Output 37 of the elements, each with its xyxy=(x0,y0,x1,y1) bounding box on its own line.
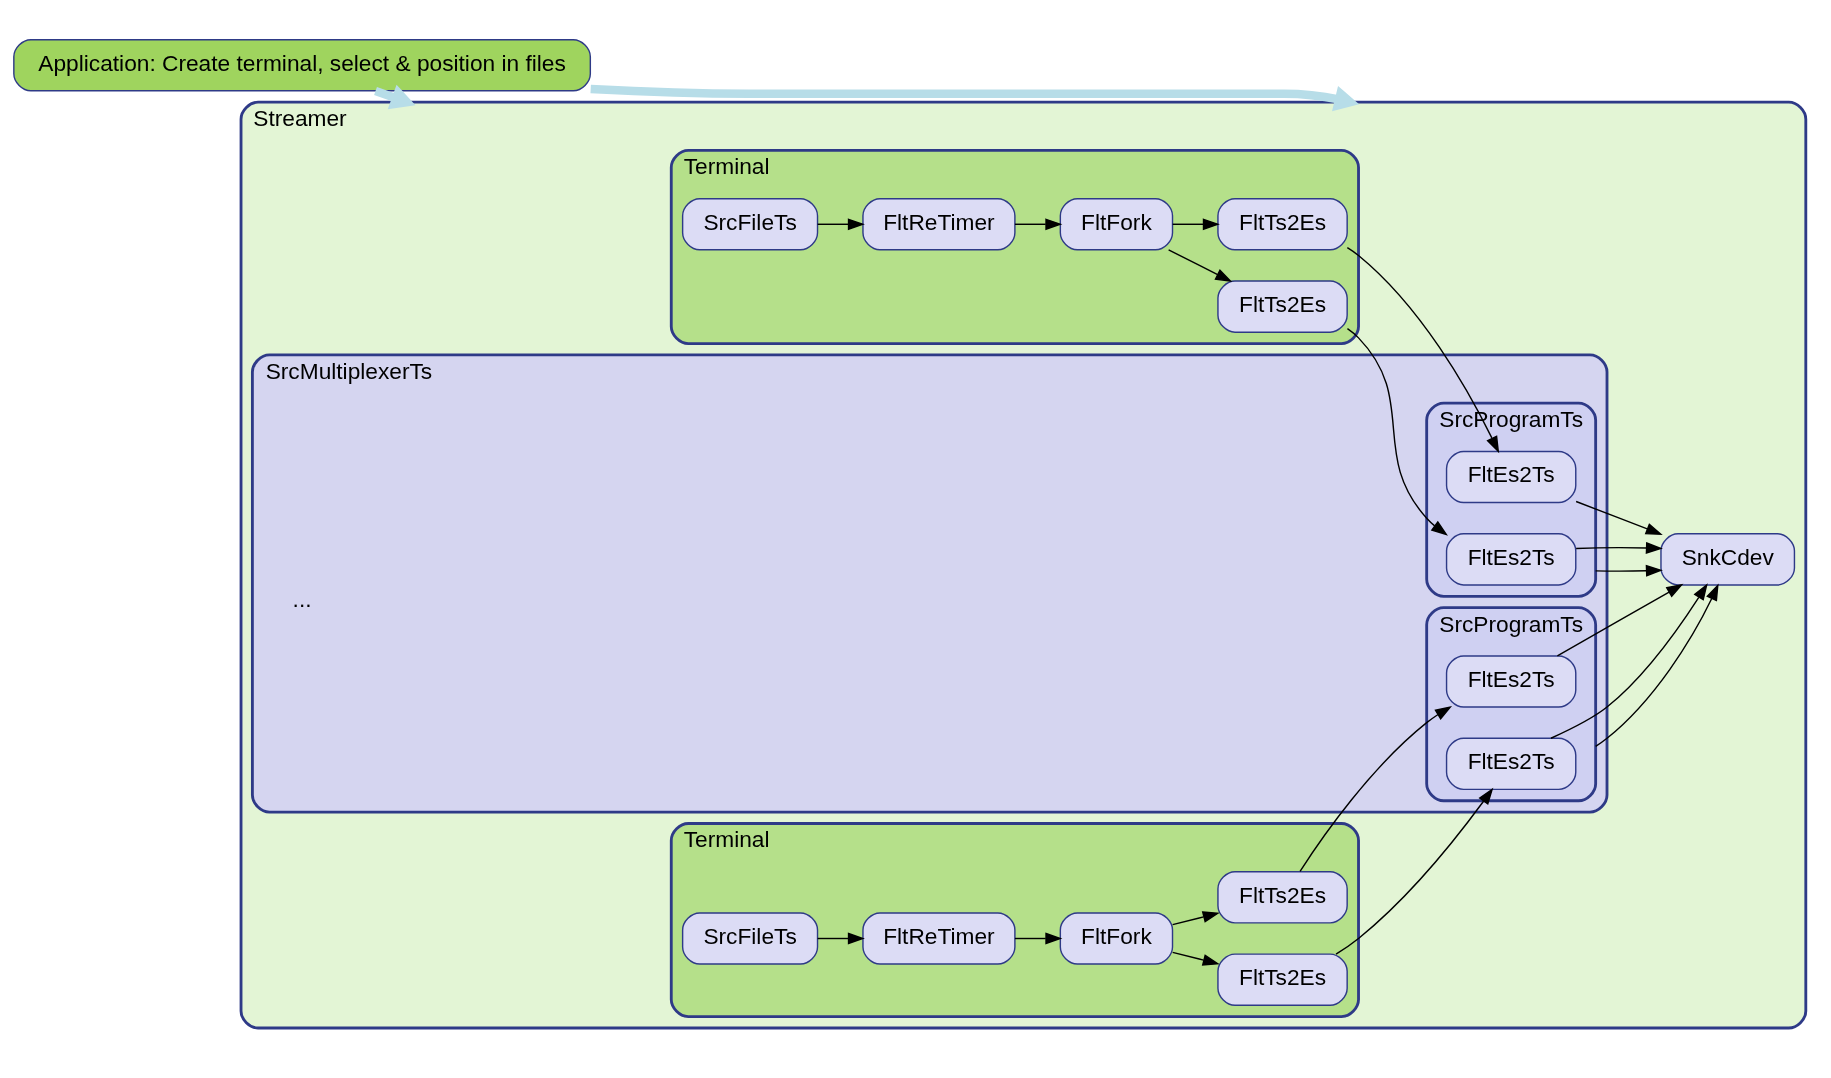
arrow xyxy=(1346,246,1500,453)
arrow xyxy=(816,217,865,230)
arrow xyxy=(1550,582,1708,739)
node-box: FltEs2Ts xyxy=(1445,450,1577,503)
arrow xyxy=(1167,248,1233,282)
arrow xyxy=(1171,217,1220,230)
arrow xyxy=(1594,582,1719,747)
arrow xyxy=(1014,932,1063,944)
arrow xyxy=(1014,217,1063,230)
arrow xyxy=(816,932,865,944)
node-box: SrcFileTs xyxy=(681,911,819,965)
node-box: FltEs2Ts xyxy=(1445,532,1577,586)
node-box: FltTs2Es xyxy=(1217,279,1348,333)
arrow xyxy=(1594,564,1663,577)
node-box: FltFork xyxy=(1059,911,1174,965)
node-box: FltTs2Es xyxy=(1217,952,1348,1006)
arrow xyxy=(1299,705,1453,872)
node-box: FltFork xyxy=(1059,197,1174,251)
arrow xyxy=(1171,951,1220,966)
node-box: Application: Create terminal, select & position in files xyxy=(13,38,592,91)
node-box: FltReTimer xyxy=(862,197,1016,251)
arrow xyxy=(590,84,1360,111)
node-box: FltTs2Es xyxy=(1217,197,1348,251)
node-box: SnkCdev xyxy=(1660,532,1796,586)
arrow xyxy=(1575,500,1663,535)
arrow xyxy=(1556,583,1684,657)
label: ... xyxy=(292,585,312,612)
node-box: FltEs2Ts xyxy=(1445,737,1577,790)
arrow xyxy=(374,84,416,109)
node-box: SrcFileTs xyxy=(681,197,819,251)
node-box: FltTs2Es xyxy=(1217,870,1348,924)
node-box: FltReTimer xyxy=(862,911,1016,965)
arrow xyxy=(1171,910,1220,925)
node-box: FltEs2Ts xyxy=(1445,654,1577,708)
arrow xyxy=(1335,787,1494,955)
arrow xyxy=(1575,541,1663,554)
arrow xyxy=(1346,327,1448,536)
